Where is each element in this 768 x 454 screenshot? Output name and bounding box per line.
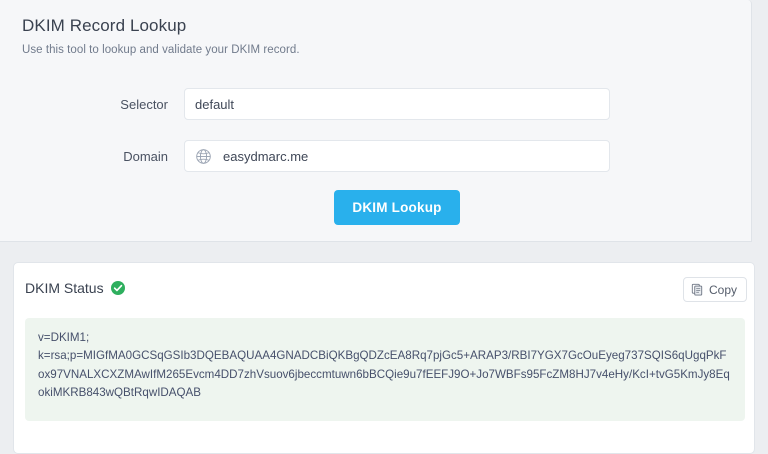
form-row-domain: Domain easydmarc.me xyxy=(0,140,752,172)
globe-icon xyxy=(196,148,211,164)
lookup-panel: DKIM Record Lookup Use this tool to look… xyxy=(0,0,752,242)
page-subtitle: Use this tool to lookup and validate you… xyxy=(22,44,300,56)
selector-label: Selector xyxy=(120,96,168,112)
page-title: DKIM Record Lookup xyxy=(22,16,187,35)
dkim-record-line: k=rsa;p=MIGfMA0GCSqGSIb3DQEBAQUAA4GNADCB… xyxy=(38,349,730,399)
domain-input[interactable]: easydmarc.me xyxy=(184,140,610,172)
check-circle-icon xyxy=(110,281,125,295)
copy-button[interactable]: Copy xyxy=(682,277,747,302)
submit-row: DKIM Lookup xyxy=(184,190,610,225)
dkim-result-card: DKIM Status Copy v=DKIM1; k=rsa;p=MIGfMA0… xyxy=(13,262,755,454)
dkim-record-line: v=DKIM1; xyxy=(38,331,90,344)
selector-input[interactable]: default xyxy=(184,88,610,120)
dkim-record-value[interactable]: v=DKIM1; k=rsa;p=MIGfMA0GCSqGSIb3DQEBAQUA… xyxy=(25,318,745,421)
copy-label: Copy xyxy=(708,282,737,297)
form-row-selector: Selector default xyxy=(0,88,752,120)
dkim-lookup-button[interactable]: DKIM Lookup xyxy=(334,190,460,225)
domain-value: easydmarc.me xyxy=(223,148,309,164)
selector-value: default xyxy=(195,96,235,112)
result-header: DKIM Status Copy xyxy=(14,263,756,315)
copy-icon xyxy=(691,283,703,296)
domain-label: Domain xyxy=(123,148,168,164)
status-title: DKIM Status xyxy=(25,280,125,296)
status-label: DKIM Status xyxy=(25,280,104,296)
